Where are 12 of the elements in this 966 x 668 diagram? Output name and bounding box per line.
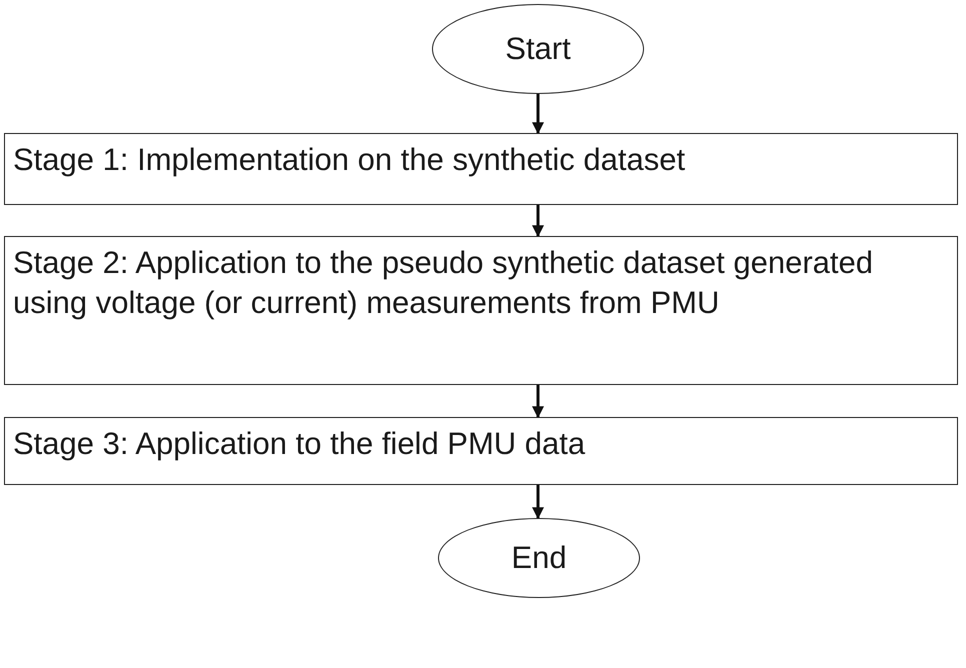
process-box xyxy=(4,417,958,485)
node-text: Stage 3: Application to the field PMU data xyxy=(13,425,586,463)
arrow xyxy=(532,94,544,134)
node-text: Stage 1: Implementation on the synthetic dataset xyxy=(13,141,686,179)
process-box xyxy=(4,133,958,205)
process-box xyxy=(4,236,958,385)
node-text: Start xyxy=(505,30,571,68)
arrow xyxy=(532,385,544,418)
arrow xyxy=(532,205,544,238)
arrow xyxy=(532,485,544,520)
node-text: Stage 2: Application to the pseudo synthetic dataset generated using voltage (or current) measurements from PMU xyxy=(13,244,874,322)
node-text: End xyxy=(511,538,567,577)
